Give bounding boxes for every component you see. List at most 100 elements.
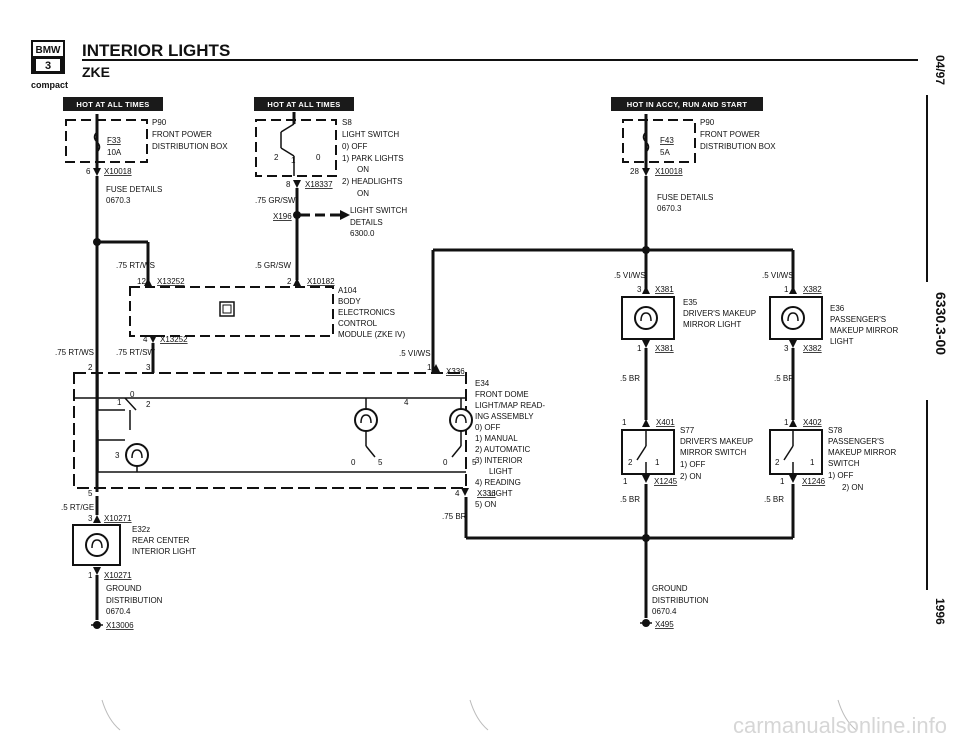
- a104-line3: CONTROL: [338, 319, 378, 328]
- e36-l3: LIGHT: [830, 337, 854, 346]
- p90b-line1: FRONT POWER: [700, 130, 760, 139]
- e35-l1: DRIVER'S MAKEUP: [683, 309, 756, 318]
- ground1-l2: DISTRIBUTION: [106, 596, 163, 605]
- a104-connC: X13252: [160, 335, 188, 344]
- e34-sw5b: 5: [472, 458, 477, 467]
- p90a-fuse: F33: [107, 136, 121, 145]
- e34-pin1: 1: [427, 363, 432, 372]
- p90b-pin: 28: [630, 167, 639, 176]
- e36-passenger-makeup-mirror-light: .5 VI/WS 1 X382 E36 PASSENGER'S MAKEUP M…: [762, 271, 899, 383]
- e32z-connTop: X10271: [104, 514, 132, 523]
- s78-pinTop: 1: [784, 418, 789, 427]
- s8-wire: .75 GR/SW: [255, 196, 296, 205]
- e34-l2: LIGHT/MAP READ-: [475, 401, 545, 410]
- a104-wireC: .75 RT/WS: [55, 348, 94, 357]
- e32z-l2: INTERIOR LIGHT: [132, 547, 196, 556]
- e36-wireBot: .5 BR: [774, 374, 794, 383]
- s8-details2: DETAILS: [350, 218, 383, 227]
- a104-line1: BODY: [338, 297, 361, 306]
- s77-pinBot: 1: [623, 477, 628, 486]
- a104-body-electronics-module: .75 RT/WS 12 X13252 2 X10182 A104 BODY E…: [55, 261, 405, 357]
- p90a-details1: FUSE DETAILS: [106, 185, 162, 194]
- brand-text: BMW: [36, 45, 62, 56]
- e34-pin2: 2: [88, 363, 93, 372]
- e34-conn4: X336: [477, 489, 496, 498]
- s78-sw1: 1: [810, 458, 815, 467]
- e32z-wire: .5 RT/GE: [61, 503, 94, 512]
- side-code: 6330.3-00: [933, 292, 949, 355]
- e36-l2: MAKEUP MIRROR: [830, 326, 899, 335]
- s78-l2: MAKEUP MIRROR: [828, 448, 897, 457]
- e34-l9: 4) READING: [475, 478, 521, 487]
- s8-pos1: 1: [291, 156, 296, 165]
- s77-driver-makeup-mirror-switch: 1 X401 2 1 S77 DRIVER'S MAKEUP MIRROR SW…: [620, 418, 753, 504]
- a104-ref: A104: [338, 286, 357, 295]
- ground-distribution-right: GROUND DISTRIBUTION 0670.4 X495: [640, 584, 709, 629]
- s8-title: LIGHT SWITCH: [342, 130, 399, 139]
- s77-l3: 1) OFF: [680, 460, 705, 469]
- p90b-conn: X10018: [655, 167, 683, 176]
- e34-l4: 0) OFF: [475, 423, 500, 432]
- page-subtitle: ZKE: [82, 64, 110, 80]
- s78-sw2: 2: [775, 458, 780, 467]
- e36-l1: PASSENGER'S: [830, 315, 886, 324]
- e34-pin4: 4: [455, 489, 460, 498]
- s77-sw1: 1: [655, 458, 660, 467]
- s8-wire2: .5 GR/SW: [255, 261, 291, 270]
- s78-l4: 1) OFF: [828, 471, 853, 480]
- scan-mark-1: [101, 699, 121, 731]
- a104-connB: X10182: [307, 277, 335, 286]
- variant-text: compact: [31, 80, 68, 90]
- p90a-line2: DISTRIBUTION BOX: [152, 142, 228, 151]
- e34-sw1: 1: [117, 398, 122, 407]
- s78-ref: S78: [828, 426, 843, 435]
- e36-pinBot: 3: [784, 344, 789, 353]
- e36-wire: .5 VI/WS: [762, 271, 794, 280]
- ground-distribution-left: GROUND DISTRIBUTION 0670.4 X13006: [91, 584, 163, 630]
- e36-pinTop: 1: [784, 285, 789, 294]
- p90b-details1: FUSE DETAILS: [657, 193, 713, 202]
- s77-connBot: X1245: [654, 477, 678, 486]
- hot-bar-1: [63, 97, 163, 111]
- s8-splice: X196: [273, 212, 292, 221]
- s78-wireBot: .5 BR: [764, 495, 784, 504]
- s77-pinTop: 1: [622, 418, 627, 427]
- hot-bar-3: [611, 97, 763, 111]
- e32z-connBot: X10271: [104, 571, 132, 580]
- a104-wireB: .75 RT/SW: [116, 348, 155, 357]
- e34-l1: FRONT DOME: [475, 390, 529, 399]
- e36-ref: E36: [830, 304, 845, 313]
- e35-connBot: X381: [655, 344, 674, 353]
- a104-pinC: 4: [143, 335, 148, 344]
- s8-details1: LIGHT SWITCH: [350, 206, 407, 215]
- hot-bar-3-label: HOT IN ACCY, RUN AND START: [627, 100, 748, 109]
- hot-bar-2: [254, 97, 354, 111]
- e32z-rear-center-light: .5 RT/GE 3 X10271 E32z REAR CENTER INTER…: [61, 503, 196, 580]
- p90b-amp: 5A: [660, 148, 670, 157]
- p90a-pin: 6: [86, 167, 91, 176]
- e34-wire4: .75 BR: [442, 512, 467, 521]
- p90-fuse-box-left: P90 FRONT POWER DISTRIBUTION BOX F33 10A…: [65, 114, 228, 205]
- e34-pin5: 5: [88, 489, 93, 498]
- a104-pinA: 12: [137, 277, 146, 286]
- e34-sw5a: 5: [378, 458, 383, 467]
- p90b-ref: P90: [700, 118, 715, 127]
- e34-front-dome-light: 2 3 1 X336 .5 VI/WS 1 0 2 3 0 5 4: [73, 349, 545, 521]
- series-text: 3: [45, 60, 51, 72]
- e34-conn1: X336: [446, 367, 465, 376]
- s8-pos0: 0: [316, 153, 321, 162]
- s78-connBot: X1246: [802, 477, 826, 486]
- e34-l10: LIGHT: [489, 489, 513, 498]
- e34-sw0b: 0: [351, 458, 356, 467]
- s8-opt1a: 1) PARK LIGHTS: [342, 154, 404, 163]
- s8-opt0: 0) OFF: [342, 142, 367, 151]
- ground2-l3: 0670.4: [652, 607, 677, 616]
- e32z-pinTop: 3: [88, 514, 93, 523]
- e34-l3: ING ASSEMBLY: [475, 412, 534, 421]
- s77-connTop: X401: [656, 418, 675, 427]
- e34-sw2: 2: [146, 400, 151, 409]
- a104-line2: ELECTRONICS: [338, 308, 395, 317]
- e34-l7: 3) INTERIOR: [475, 456, 523, 465]
- e34-pin3: 3: [146, 363, 151, 372]
- e34-sw4: 4: [404, 398, 409, 407]
